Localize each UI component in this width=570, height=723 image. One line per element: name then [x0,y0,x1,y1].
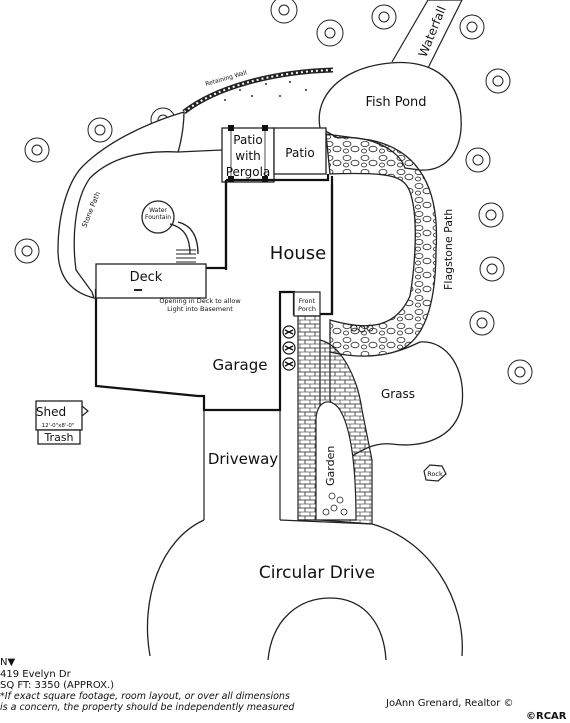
fish-pond-label: Fish Pond [365,95,426,110]
shed-size-label: 12'-0"x8'-0" [42,423,75,429]
water-fountain-label-2: Fountain [145,214,171,221]
garden-bed [315,401,357,521]
tree-icon [459,14,485,40]
front-porch [293,291,321,317]
disclaimer: *If exact square footage, room layout, o… [0,691,300,713]
trash-label: Trash [43,431,73,444]
retaining-wall [182,67,334,114]
water-fountain [141,200,175,234]
waterfall-stream [391,0,463,69]
trees [14,0,533,385]
water-fountain-label-1: Water [149,207,167,214]
patio-with-pergola-label-3: Pergola [226,165,271,179]
plan-footer: N▼ 419 Evelyn Dr SQ FT: 3350 (APPROX.) *… [0,656,570,722]
flower-bed [350,324,374,333]
rock-label: Rock [427,470,443,478]
grass-label: Grass [381,387,415,401]
patio-with-pergola-label-2: with [235,149,260,163]
deck [95,263,207,299]
driveway-label: Driveway [208,450,278,468]
driveway [203,410,281,520]
garden-label: Garden [324,446,337,486]
square-footage: SQ FT: 3350 (APPROX.) [0,680,115,691]
deck-note-line-1: Opening in Deck to allow [159,297,241,305]
copyright-mark: ©RCAR [526,711,567,722]
stone-path-label: Stone Path [80,191,102,229]
shed-label: Shed [36,405,66,419]
circular-drive [146,519,463,657]
property-address: 419 Evelyn Dr [0,669,71,680]
trash [37,429,81,445]
tree-icon [371,4,397,30]
circular-drive-label: Circular Drive [259,563,375,583]
tree-icon [465,147,491,173]
deck-note-line-2: Light into Basement [167,305,233,313]
garden-plants [322,492,348,516]
tree-icon [478,202,504,228]
patio-with-pergola-label-1: Patio [233,133,262,147]
flagstone-path-label: Flagstone Path [442,209,455,290]
stone-path [57,111,185,299]
front-porch-label-2: Porch [298,305,316,313]
patio-label: Patio [285,146,314,160]
tree-icon [24,137,50,163]
tree-icon [270,0,298,24]
front-porch-label-1: Front [299,297,316,305]
tree-icon [14,238,40,264]
north-arrow-icon: N▼ [0,657,16,668]
house-label: House [270,243,326,264]
tree-icon [87,117,113,143]
retaining-wall-stones [224,81,307,101]
rock [423,464,447,482]
tree-icon [469,310,495,336]
disclaimer-line-1: *If exact square footage, room layout, o… [0,691,290,702]
garage-label: Garage [213,356,268,374]
realtor-credit: JoAnn Grenard, Realtor © [386,698,514,709]
circular-drive-island [267,597,387,661]
tree-icon [507,359,533,385]
tree-icon [485,68,511,94]
disclaimer-line-2: is a concern, the property should be ind… [0,701,295,713]
patio [273,127,327,175]
deck-label: Deck [130,270,163,285]
tree-icon [479,256,505,282]
tree-icon [316,19,344,47]
